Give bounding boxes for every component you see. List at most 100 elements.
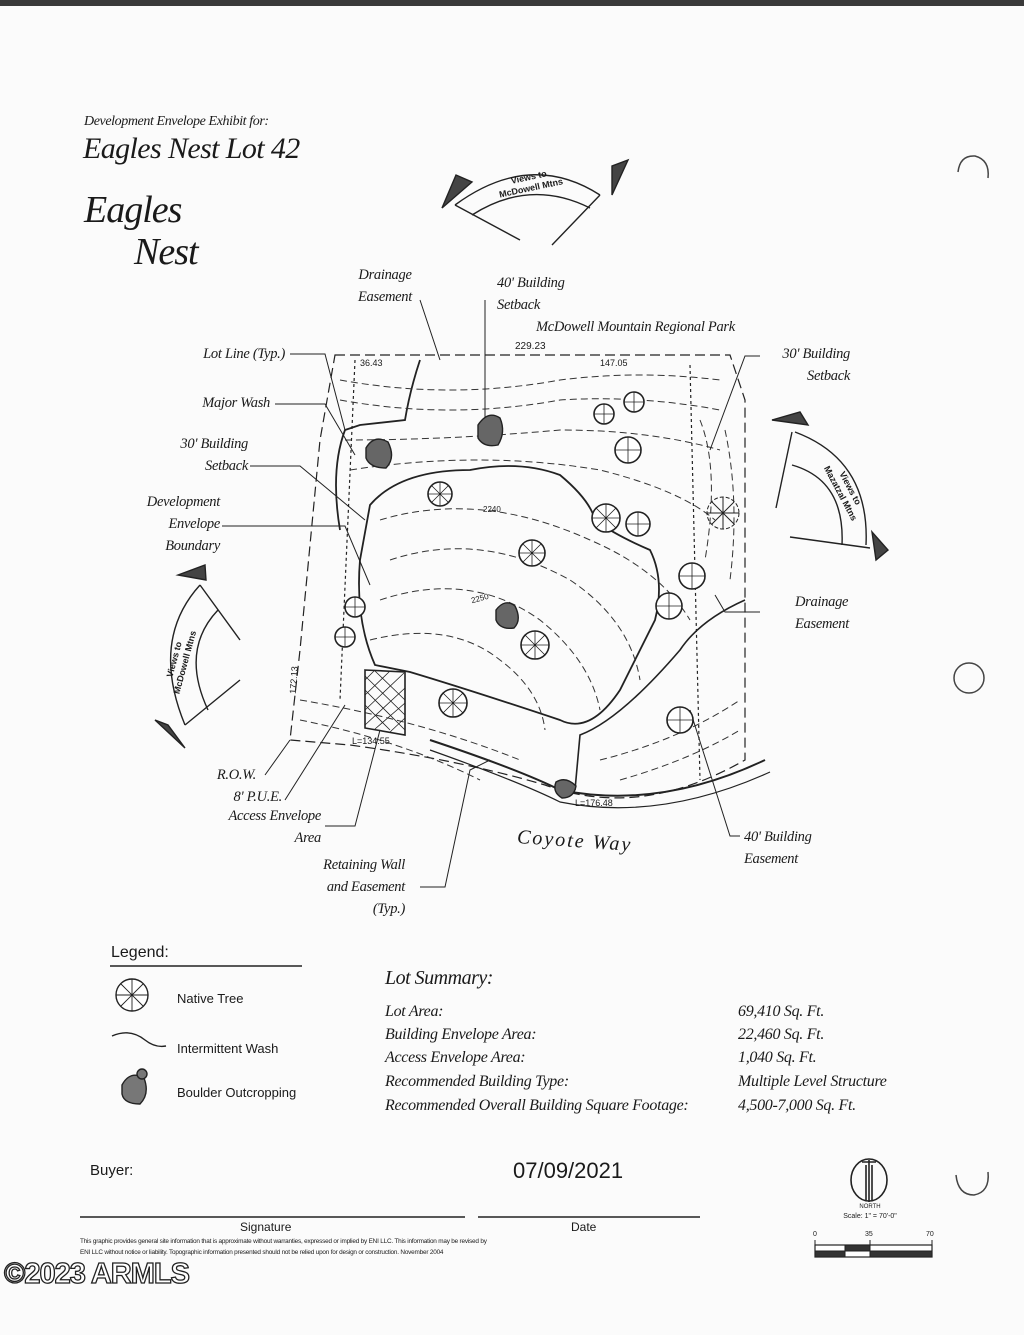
callout-line: 30' Building	[782, 346, 850, 362]
boulders	[365, 414, 577, 799]
scale-tick-0: 0	[813, 1231, 817, 1238]
callout-row-pue: R.O.W. 8' P.U.E.	[180, 764, 282, 808]
native-tree-icon	[614, 436, 642, 464]
callout-line: Development	[146, 494, 221, 510]
summary-value: 4,500-7,000 Sq. Ft.	[738, 1097, 856, 1114]
summary-label: Access Envelope Area:	[385, 1049, 526, 1066]
dim-top-total: 229.23	[515, 341, 546, 352]
native-tree-icon	[334, 626, 356, 648]
callout-line: Access Envelope	[228, 808, 321, 824]
logo-word-2: Nest	[134, 231, 199, 273]
callout-line: 30' Building	[180, 436, 248, 452]
dim-left-side: 172.13	[287, 665, 300, 695]
view-arc-left	[154, 564, 241, 749]
native-tree-icon	[518, 539, 546, 567]
disclaimer-line-2: ENI LLC without notice or liability. Top…	[80, 1249, 444, 1256]
view-arc-top	[441, 158, 630, 246]
callout-line: Easement	[795, 616, 849, 632]
native-tree-icon	[666, 706, 694, 734]
native-tree-icon	[625, 511, 651, 537]
native-tree-icon	[623, 391, 645, 413]
callout-line: Drainage	[358, 267, 412, 283]
callout-line: Setback	[205, 458, 248, 474]
signature-caption: Signature	[240, 1220, 292, 1234]
dim-bottom-left-arc: L=134.55	[352, 736, 390, 746]
legend-title: Legend:	[111, 944, 169, 961]
dim-top-left: 36.43	[360, 358, 383, 368]
callout-line: and Easement	[326, 879, 405, 895]
exhibit-title: Eagles Nest Lot 42	[83, 132, 300, 165]
legend-boulder-icon	[121, 1068, 148, 1105]
exhibit-subtitle: Development Envelope Exhibit for:	[84, 114, 269, 129]
scale-tick-35: 35	[865, 1231, 873, 1238]
disclaimer-line-1: This graphic provides general site infor…	[80, 1238, 487, 1245]
callout-line: 8' P.U.E.	[233, 789, 283, 805]
summary-value: 22,460 Sq. Ft.	[738, 1026, 825, 1043]
native-tree-icon	[706, 496, 740, 530]
binder-holes	[953, 155, 989, 1196]
native-tree-icon	[655, 592, 683, 620]
legend-item-boulder: Boulder Outcropping	[177, 1085, 297, 1100]
callout-line: Easement	[744, 851, 798, 867]
scale-tick-70: 70	[926, 1231, 934, 1238]
eagles-nest-logo: Eagles Nest	[84, 188, 244, 283]
scale-label: Scale: 1" = 70'-0"	[843, 1213, 897, 1220]
wash-line	[574, 599, 746, 791]
date-value: 07/09/2021	[513, 1158, 624, 1183]
callout-line: Setback	[497, 297, 540, 313]
north-arrow-icon	[850, 1158, 888, 1202]
callout-line: 40' Building	[497, 275, 565, 291]
boulder-icon	[365, 438, 393, 469]
native-tree-icon	[593, 403, 615, 425]
callout-line: Boundary	[165, 538, 220, 554]
summary-label: Recommended Building Type:	[385, 1073, 569, 1090]
callout-line: 40' Building	[744, 829, 812, 845]
callout-line: Easement	[358, 289, 412, 305]
park-label: McDowell Mountain Regional Park	[536, 319, 735, 335]
access-envelope-area	[364, 669, 406, 736]
dim-top-right: 147.05	[600, 358, 628, 368]
native-tree-icon	[438, 688, 468, 718]
view-arc-right	[771, 411, 890, 562]
lot-line	[289, 354, 746, 799]
date-caption: Date	[571, 1220, 597, 1234]
callout-line: R.O.W.	[216, 767, 256, 783]
callout-line: (Typ.)	[372, 901, 405, 917]
boulder-icon	[495, 602, 519, 630]
legend-intermittent-wash-icon	[111, 1032, 167, 1048]
callout-line: Area	[294, 830, 322, 846]
logo-word-1: Eagles	[84, 189, 182, 231]
native-trees	[334, 391, 740, 734]
legend-item-intermittent-wash: Intermittent Wash	[177, 1041, 279, 1056]
scale-bar	[814, 1240, 933, 1258]
native-tree-icon	[344, 596, 366, 618]
lot-summary-title: Lot Summary:	[385, 967, 493, 989]
native-tree-icon	[427, 481, 453, 507]
native-tree-icon	[520, 630, 550, 660]
summary-label: Lot Area:	[385, 1003, 444, 1020]
scan-top-edge	[0, 0, 1024, 6]
native-tree-icon	[678, 562, 706, 590]
summary-label: Recommended Overall Building Square Foot…	[385, 1097, 689, 1114]
north-label: NORTH	[859, 1204, 881, 1210]
boulder-icon	[477, 414, 504, 447]
boulder-icon	[554, 779, 577, 799]
callout-line: Envelope	[168, 516, 220, 532]
native-tree-icon	[591, 503, 621, 533]
contour-label-2240: 2240	[483, 505, 501, 514]
armls-watermark: ©2023 ARMLS	[3, 1257, 190, 1290]
callout-lot-line: Lot Line (Typ.)	[203, 346, 285, 362]
callout-line: Setback	[807, 368, 850, 384]
development-envelope-boundary	[358, 465, 660, 725]
summary-value: 69,410 Sq. Ft.	[738, 1003, 825, 1020]
buyer-label: Buyer:	[90, 1162, 134, 1179]
callout-major-wash: Major Wash	[202, 395, 270, 411]
